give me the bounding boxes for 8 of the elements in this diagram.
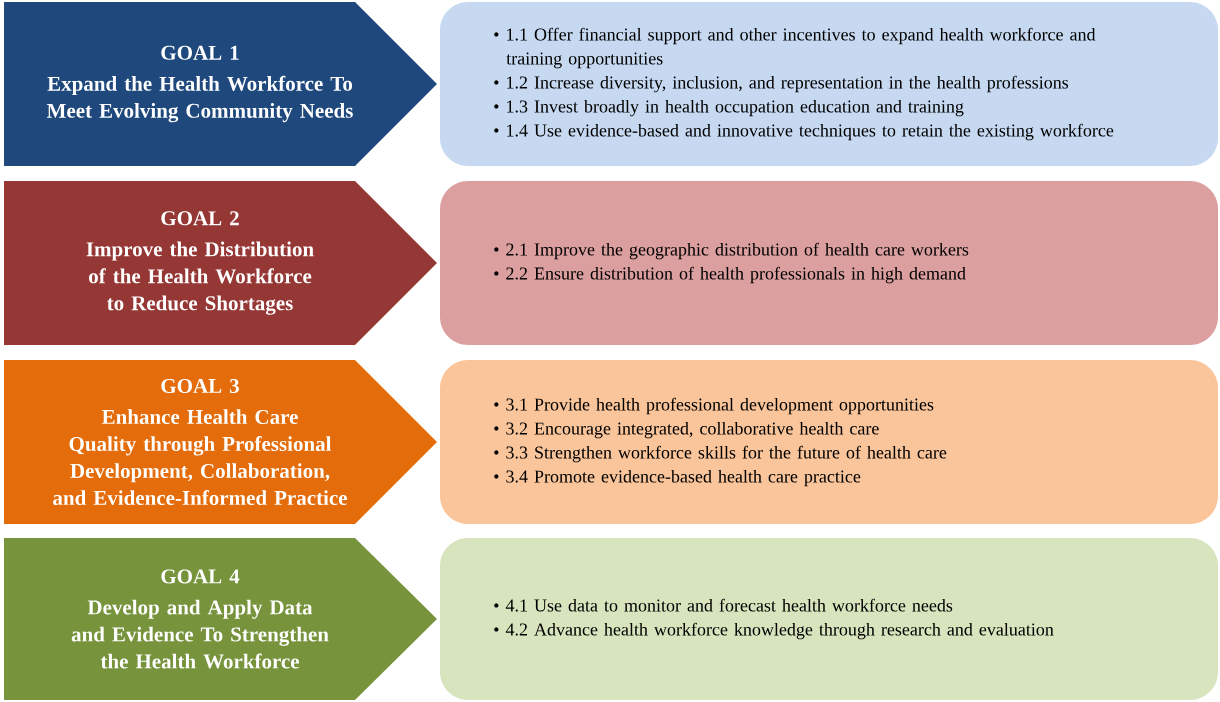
goal-banner: GOAL 4 Develop and Apply Data and Evidence To Strengthen the Health Workforce <box>4 538 437 700</box>
objectives-box: • 4.1 Use data to monitor and forecast health workforce needs • 4.2 Advance health workforce knowledge through research and evaluation <box>440 538 1218 700</box>
objectives-box: • 1.1 Offer financial support and other incentives to expand health workforce and training opportunities • 1.2 Increase diversity, inclusion, and representation in the health professions • 1.3 Invest broadly in health occupation education and training • 1.4 Use evidence-based and innovative techniques to retain the existing workforce <box>440 2 1218 166</box>
goal-banner: GOAL 3 Enhance Health Care Quality through Professional Development, Collaboration, and Evidence-Informed Practice <box>4 360 437 524</box>
goal-banner: GOAL 2 Improve the Distribution of the Health Workforce to Reduce Shortages <box>4 181 437 345</box>
objectives-box: • 3.1 Provide health professional development opportunities • 3.2 Encourage integrated, collaborative health care • 3.3 Strengthen workforce skills for the future of health care • 3.4 Promote evidence-based health care practice <box>440 360 1218 524</box>
objectives-box: • 2.1 Improve the geographic distribution of health care workers • 2.2 Ensure distribution of health professionals in high demand <box>440 181 1218 345</box>
goal-banner: GOAL 1 Expand the Health Workforce To Meet Evolving Community Needs <box>4 2 437 166</box>
